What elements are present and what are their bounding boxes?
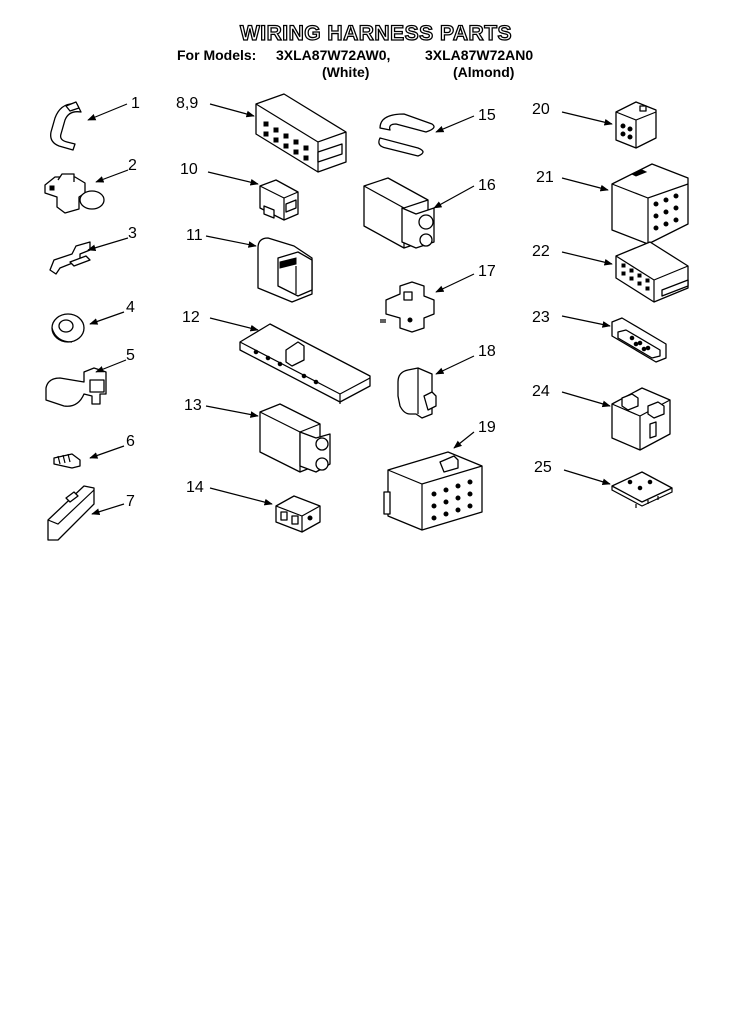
callout-8-9: 8,9 — [176, 95, 198, 112]
part-10-connector — [259, 179, 299, 221]
callout-15: 15 — [478, 107, 496, 124]
callout-21: 21 — [536, 169, 554, 186]
leader-6 — [89, 445, 125, 459]
part-15-sleeve — [378, 113, 435, 157]
part-17-cross-connector — [380, 281, 435, 333]
part-21-block-connector — [611, 163, 689, 245]
part-6-screw — [53, 453, 81, 469]
part-13-connector-housing — [259, 403, 331, 473]
leader-15 — [435, 115, 475, 133]
part-2-clamp — [44, 173, 105, 214]
leader-23 — [561, 315, 611, 328]
leader-7 — [91, 503, 125, 515]
part-22-multirow-connector — [615, 241, 689, 303]
part-20-cube — [615, 101, 657, 149]
leader-21 — [561, 177, 609, 192]
leader-25 — [563, 469, 611, 486]
leader-5 — [95, 359, 127, 373]
part-16-connector — [363, 177, 435, 249]
leader-1 — [87, 103, 128, 121]
part-11-housing — [257, 237, 313, 303]
part-8-9-terminal-block — [255, 93, 347, 173]
callout-3: 3 — [128, 225, 137, 242]
part-24-socket-housing — [611, 387, 671, 451]
callout-1: 1 — [131, 95, 140, 112]
part-7-cover — [47, 485, 95, 541]
leader-11 — [205, 235, 257, 248]
part-18-bracket — [397, 367, 437, 419]
callout-25: 25 — [534, 459, 552, 476]
callout-11: 11 — [186, 227, 203, 244]
callout-24: 24 — [532, 383, 550, 400]
callout-13: 13 — [184, 397, 202, 414]
leader-17 — [435, 273, 475, 293]
leader-13 — [205, 405, 259, 418]
leader-18 — [435, 355, 475, 375]
part-25-circuit-board — [611, 471, 673, 508]
leader-2 — [95, 169, 129, 183]
leader-20 — [561, 111, 613, 126]
part-1-clip — [50, 101, 82, 151]
callout-19: 19 — [478, 419, 496, 436]
model-almond: 3XLA87W72AN0 — [425, 47, 534, 63]
callout-6: 6 — [126, 433, 135, 450]
leader-19 — [453, 431, 475, 449]
leader-4 — [89, 311, 125, 325]
callout-2: 2 — [128, 157, 137, 174]
leader-3 — [87, 237, 129, 252]
callout-23: 23 — [532, 309, 550, 326]
callout-18: 18 — [478, 343, 496, 360]
callout-10: 10 — [180, 161, 198, 178]
leader-16 — [433, 185, 475, 209]
part-19-multipin-connector — [383, 451, 483, 531]
leader-12 — [209, 317, 259, 332]
callout-7: 7 — [126, 493, 135, 510]
callout-14: 14 — [186, 479, 204, 496]
page-title: WIRING HARNESS PARTS — [239, 21, 513, 45]
callout-5: 5 — [126, 347, 135, 364]
leader-22 — [561, 251, 613, 266]
part-3-spring-clip — [49, 241, 91, 275]
part-23-d-connector — [611, 317, 667, 363]
color-almond: (Almond) — [453, 64, 515, 80]
leader-24 — [561, 391, 611, 408]
part-5-cable-clamp — [45, 367, 107, 407]
callout-16: 16 — [478, 177, 496, 194]
callout-4: 4 — [126, 299, 135, 316]
part-4-grommet — [51, 313, 85, 343]
leader-14 — [209, 487, 273, 506]
model-white: 3XLA87W72AW0, — [276, 47, 391, 63]
part-12-strip — [239, 323, 371, 404]
color-white: (White) — [322, 64, 370, 80]
callout-12: 12 — [182, 309, 200, 326]
callout-20: 20 — [532, 101, 550, 118]
callout-17: 17 — [478, 263, 496, 280]
part-14-plug — [275, 495, 321, 533]
callout-22: 22 — [532, 243, 550, 260]
models-prefix: For Models: — [177, 47, 257, 63]
leader-8-9 — [209, 103, 255, 118]
leader-10 — [207, 171, 259, 186]
